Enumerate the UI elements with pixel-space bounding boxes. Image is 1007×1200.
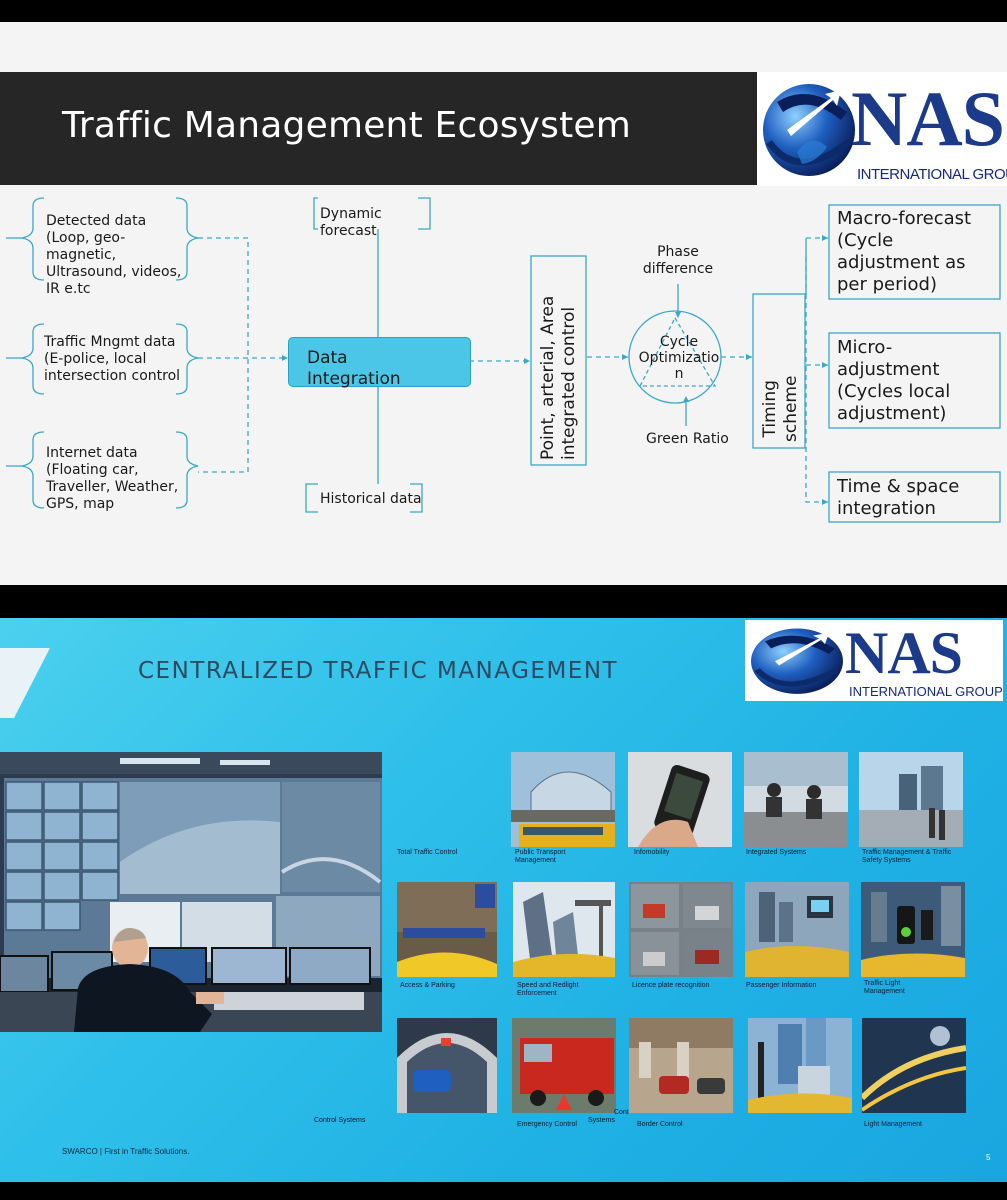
- globe-icon: [763, 84, 855, 176]
- control-room-photo: [0, 752, 382, 1032]
- centralized-slide: CENTRALIZED TRAFFIC MANAGEMENT NAS INTER…: [0, 618, 1007, 1182]
- footer-text: SWARCO | First in Traffic Solutions.: [62, 1147, 190, 1156]
- light-management-caption: Light Management: [864, 1121, 922, 1128]
- control-systems-caption: Control Systems: [314, 1117, 366, 1124]
- passenger-shelter-photo: [748, 1018, 852, 1113]
- licence-plate-photo: [629, 882, 733, 977]
- tunnel-control-photo: [397, 1018, 497, 1113]
- emergency-control-photo: [512, 1018, 616, 1113]
- ecosystem-slide: Traffic Management Ecosystem NAS INTERNA…: [0, 22, 1007, 585]
- slide-title: Traffic Management Ecosystem: [62, 105, 632, 146]
- nas-logo: NAS INTERNATIONAL GROUP: [745, 620, 1003, 701]
- title-tab-shape: [0, 648, 50, 718]
- licence-plate-caption: Licence plate recognition: [632, 982, 710, 989]
- integrated-systems-caption: Integrated Systems: [746, 849, 807, 856]
- diagram-connectors: [6, 197, 1001, 523]
- infomobility-photo: [628, 752, 732, 847]
- page-number: 5: [986, 1153, 991, 1162]
- emergency-control-caption: Emergency Control: [517, 1121, 577, 1128]
- logo-subtitle: INTERNATIONAL GROUP: [857, 166, 1007, 183]
- logo-wordmark: NAS: [845, 620, 963, 686]
- border-control-photo: [629, 1018, 733, 1113]
- integrated-systems-photo: [744, 752, 848, 847]
- traffic-safety-photo: [859, 752, 963, 847]
- speed-enforcement-photo: [513, 882, 615, 977]
- access-parking-caption: Access & Parking: [400, 982, 455, 989]
- internet-data-text: Internet data(Floating car,Traveller, We…: [46, 445, 179, 512]
- traffic-light-photo: [861, 882, 965, 977]
- logo-subtitle: INTERNATIONAL GROUP: [849, 684, 1003, 699]
- infomobility-caption: Infomobility: [634, 849, 670, 856]
- passenger-info-caption: Passenger Information: [746, 982, 817, 989]
- total-traffic-control-caption: Total Traffic Control: [397, 849, 458, 856]
- passenger-information-photo: [745, 882, 849, 977]
- historical-data-text: Historical data: [320, 491, 422, 507]
- public-transport-photo: [511, 752, 615, 847]
- globe-icon: [751, 628, 843, 694]
- slide-title: CENTRALIZED TRAFFIC MANAGEMENT: [138, 658, 619, 684]
- logo-wordmark: NAS: [851, 75, 1005, 162]
- green-ratio-text: Green Ratio: [646, 431, 729, 447]
- access-parking-photo: [397, 882, 497, 977]
- light-management-photo: [862, 1018, 966, 1113]
- detected-data-text: Detected data(Loop, geo-magnetic,Ultraso…: [46, 213, 182, 297]
- border-control-caption: Border Control: [637, 1121, 683, 1128]
- control-room-illustration: [0, 752, 382, 1032]
- nas-logo: NAS INTERNATIONAL GROUP: [757, 72, 1007, 186]
